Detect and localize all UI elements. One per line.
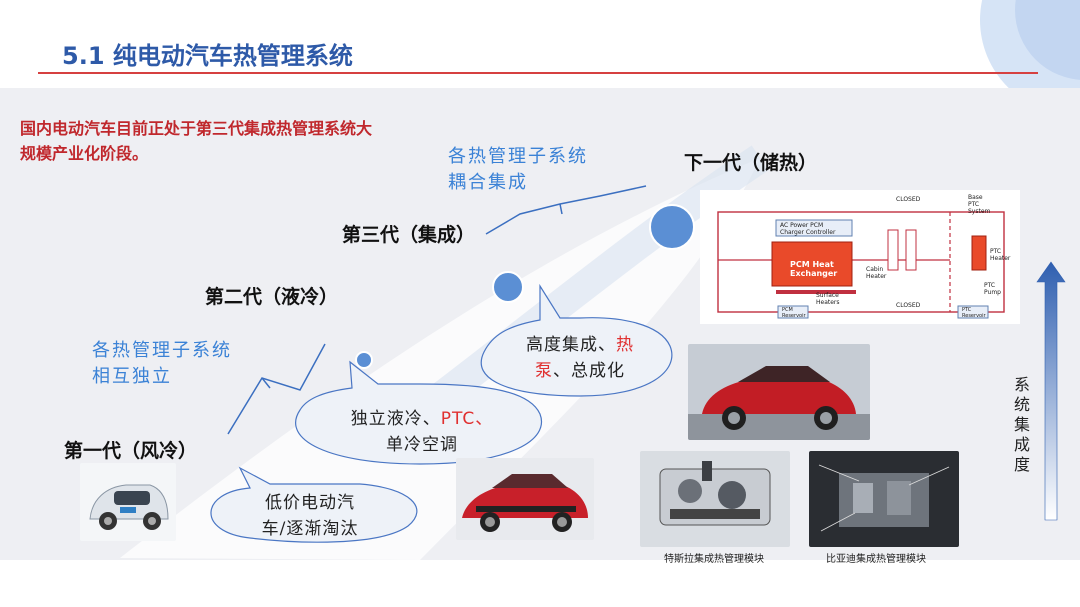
gen1-bubble [210, 466, 418, 543]
gen2-bubble-line1b: PTC、 [440, 409, 494, 429]
intro-text: 国内电动汽车目前正处于第三代集成热管理系统大规模产业化阶段。 [20, 119, 373, 163]
gen3-bubble-text: 高度集成、热 泵、总成化 [500, 332, 660, 384]
corner-decoration [980, 0, 1080, 115]
gen2-bubble-line2: 单冷空调 [386, 435, 458, 455]
gen1-bubble-line2: 车/逐渐淘汰 [261, 519, 359, 539]
integration-arrow [1036, 261, 1066, 521]
diagram-ptc-res-line1: PTC [962, 307, 972, 313]
pcm-system-diagram: CLOSED Base PTC System AC Power PCM Char… [700, 190, 1020, 324]
title-underline [38, 72, 1038, 74]
independent-note: 各热管理子系统 相互独立 [92, 338, 232, 390]
gen3-bubble-line1b: 热 [616, 335, 634, 355]
diagram-cabin-line1: Cabin [866, 266, 884, 273]
gen2-car-photo [456, 458, 594, 540]
byd-module-photo [809, 451, 959, 547]
diagram-pcm-heat-line2: Exchanger [790, 269, 838, 278]
diagram-ptc-pump-line2: Pump [984, 289, 1001, 296]
gen3-label: 第三代（集成） [342, 224, 476, 246]
gen1-label: 第一代（风冷） [64, 440, 198, 462]
diagram-ptc-pump-line1: PTC [984, 282, 996, 289]
tesla-module-photo [640, 451, 790, 547]
independent-note-line1: 各热管理子系统 [92, 340, 232, 361]
next-gen-dot [649, 204, 695, 250]
gen1-bubble-line1: 低价电动汽 [265, 493, 355, 513]
diagram-pcm-reservoir: PCM Reservoir [782, 307, 806, 319]
diagram-surface-line2: Heaters [816, 299, 840, 306]
gen3-bubble-line2b: 、总成化 [553, 361, 625, 381]
tesla-module-caption: 特斯拉集成热管理模块 [664, 554, 764, 565]
gen3-bubble-line2a: 泵 [535, 361, 553, 381]
diagram-cabin: Cabin Heater [866, 266, 886, 280]
gen2-bubble-line1a: 独立液冷、 [350, 409, 441, 429]
diagram-closed-bottom: CLOSED [896, 302, 921, 309]
diagram-base-ptc: Base PTC System [968, 194, 990, 215]
diagram-pcm-heat-line1: PCM Heat [790, 260, 834, 269]
diagram-lines [717, 211, 1005, 319]
diagram-base-ptc-line3: System [968, 208, 991, 215]
gen3-bubble [480, 283, 673, 397]
coupled-note-line1: 各热管理子系统 [448, 146, 588, 167]
gen2-dot [355, 351, 373, 369]
independent-note-line2: 相互独立 [92, 366, 172, 387]
coupled-note: 各热管理子系统 耦合集成 [448, 144, 588, 196]
diagram-base-ptc-line1: Base [968, 194, 983, 201]
diagram-ac-pcm-line1: AC Power PCM [780, 222, 824, 229]
diagram-cabin-line2: Heater [866, 273, 887, 280]
diagram-ac-pcm: AC Power PCM Charger Controller [780, 222, 835, 236]
diagram-ptc-reservoir: PTC Reservoir [962, 307, 986, 319]
integration-label: 系统集成度 [1011, 376, 1030, 476]
diagram-pcm-res-line2: Reservoir [782, 313, 806, 319]
byd-module-caption: 比亚迪集成热管理模块 [826, 554, 926, 565]
gen2-bubble-text: 独立液冷、PTC、 单冷空调 [322, 406, 522, 458]
gen3-bubble-line1a: 高度集成、 [526, 335, 616, 355]
gen1-car-photo [80, 463, 176, 541]
diagram-ac-pcm-line2: Charger Controller [780, 229, 836, 236]
diagram-ptc-heater-line1: PTC [990, 248, 1002, 255]
diagram-ptc-heater-line2: Heater [990, 255, 1011, 262]
gen2-label: 第二代（液冷） [205, 286, 339, 308]
gen3-car-photo [688, 344, 870, 440]
gen1-bubble-text: 低价电动汽 车/逐渐淘汰 [230, 490, 390, 542]
diagram-closed-top: CLOSED [896, 196, 921, 203]
diagram-pcm-res-line1: PCM [782, 307, 793, 313]
diagram-surface: Surface Heaters [816, 292, 840, 306]
diagram-surface-line1: Surface [816, 292, 839, 299]
gen2-bubble [295, 360, 543, 465]
diagram-ptc-res-line2: Reservoir [962, 313, 986, 319]
diagram-ptc-heater: PTC Heater [990, 248, 1010, 262]
diagram-base-ptc-line2: PTC [968, 201, 980, 208]
next-gen-label: 下一代（储热） [684, 152, 818, 174]
diagram-pcm-heat: PCM Heat Exchanger [790, 260, 837, 278]
page-title: 5.1 纯电动汽车热管理系统 [62, 42, 353, 70]
gen3-dot [492, 271, 524, 303]
diagram-ptc-pump: PTC Pump [984, 282, 1001, 296]
coupled-note-line2: 耦合集成 [448, 172, 528, 193]
